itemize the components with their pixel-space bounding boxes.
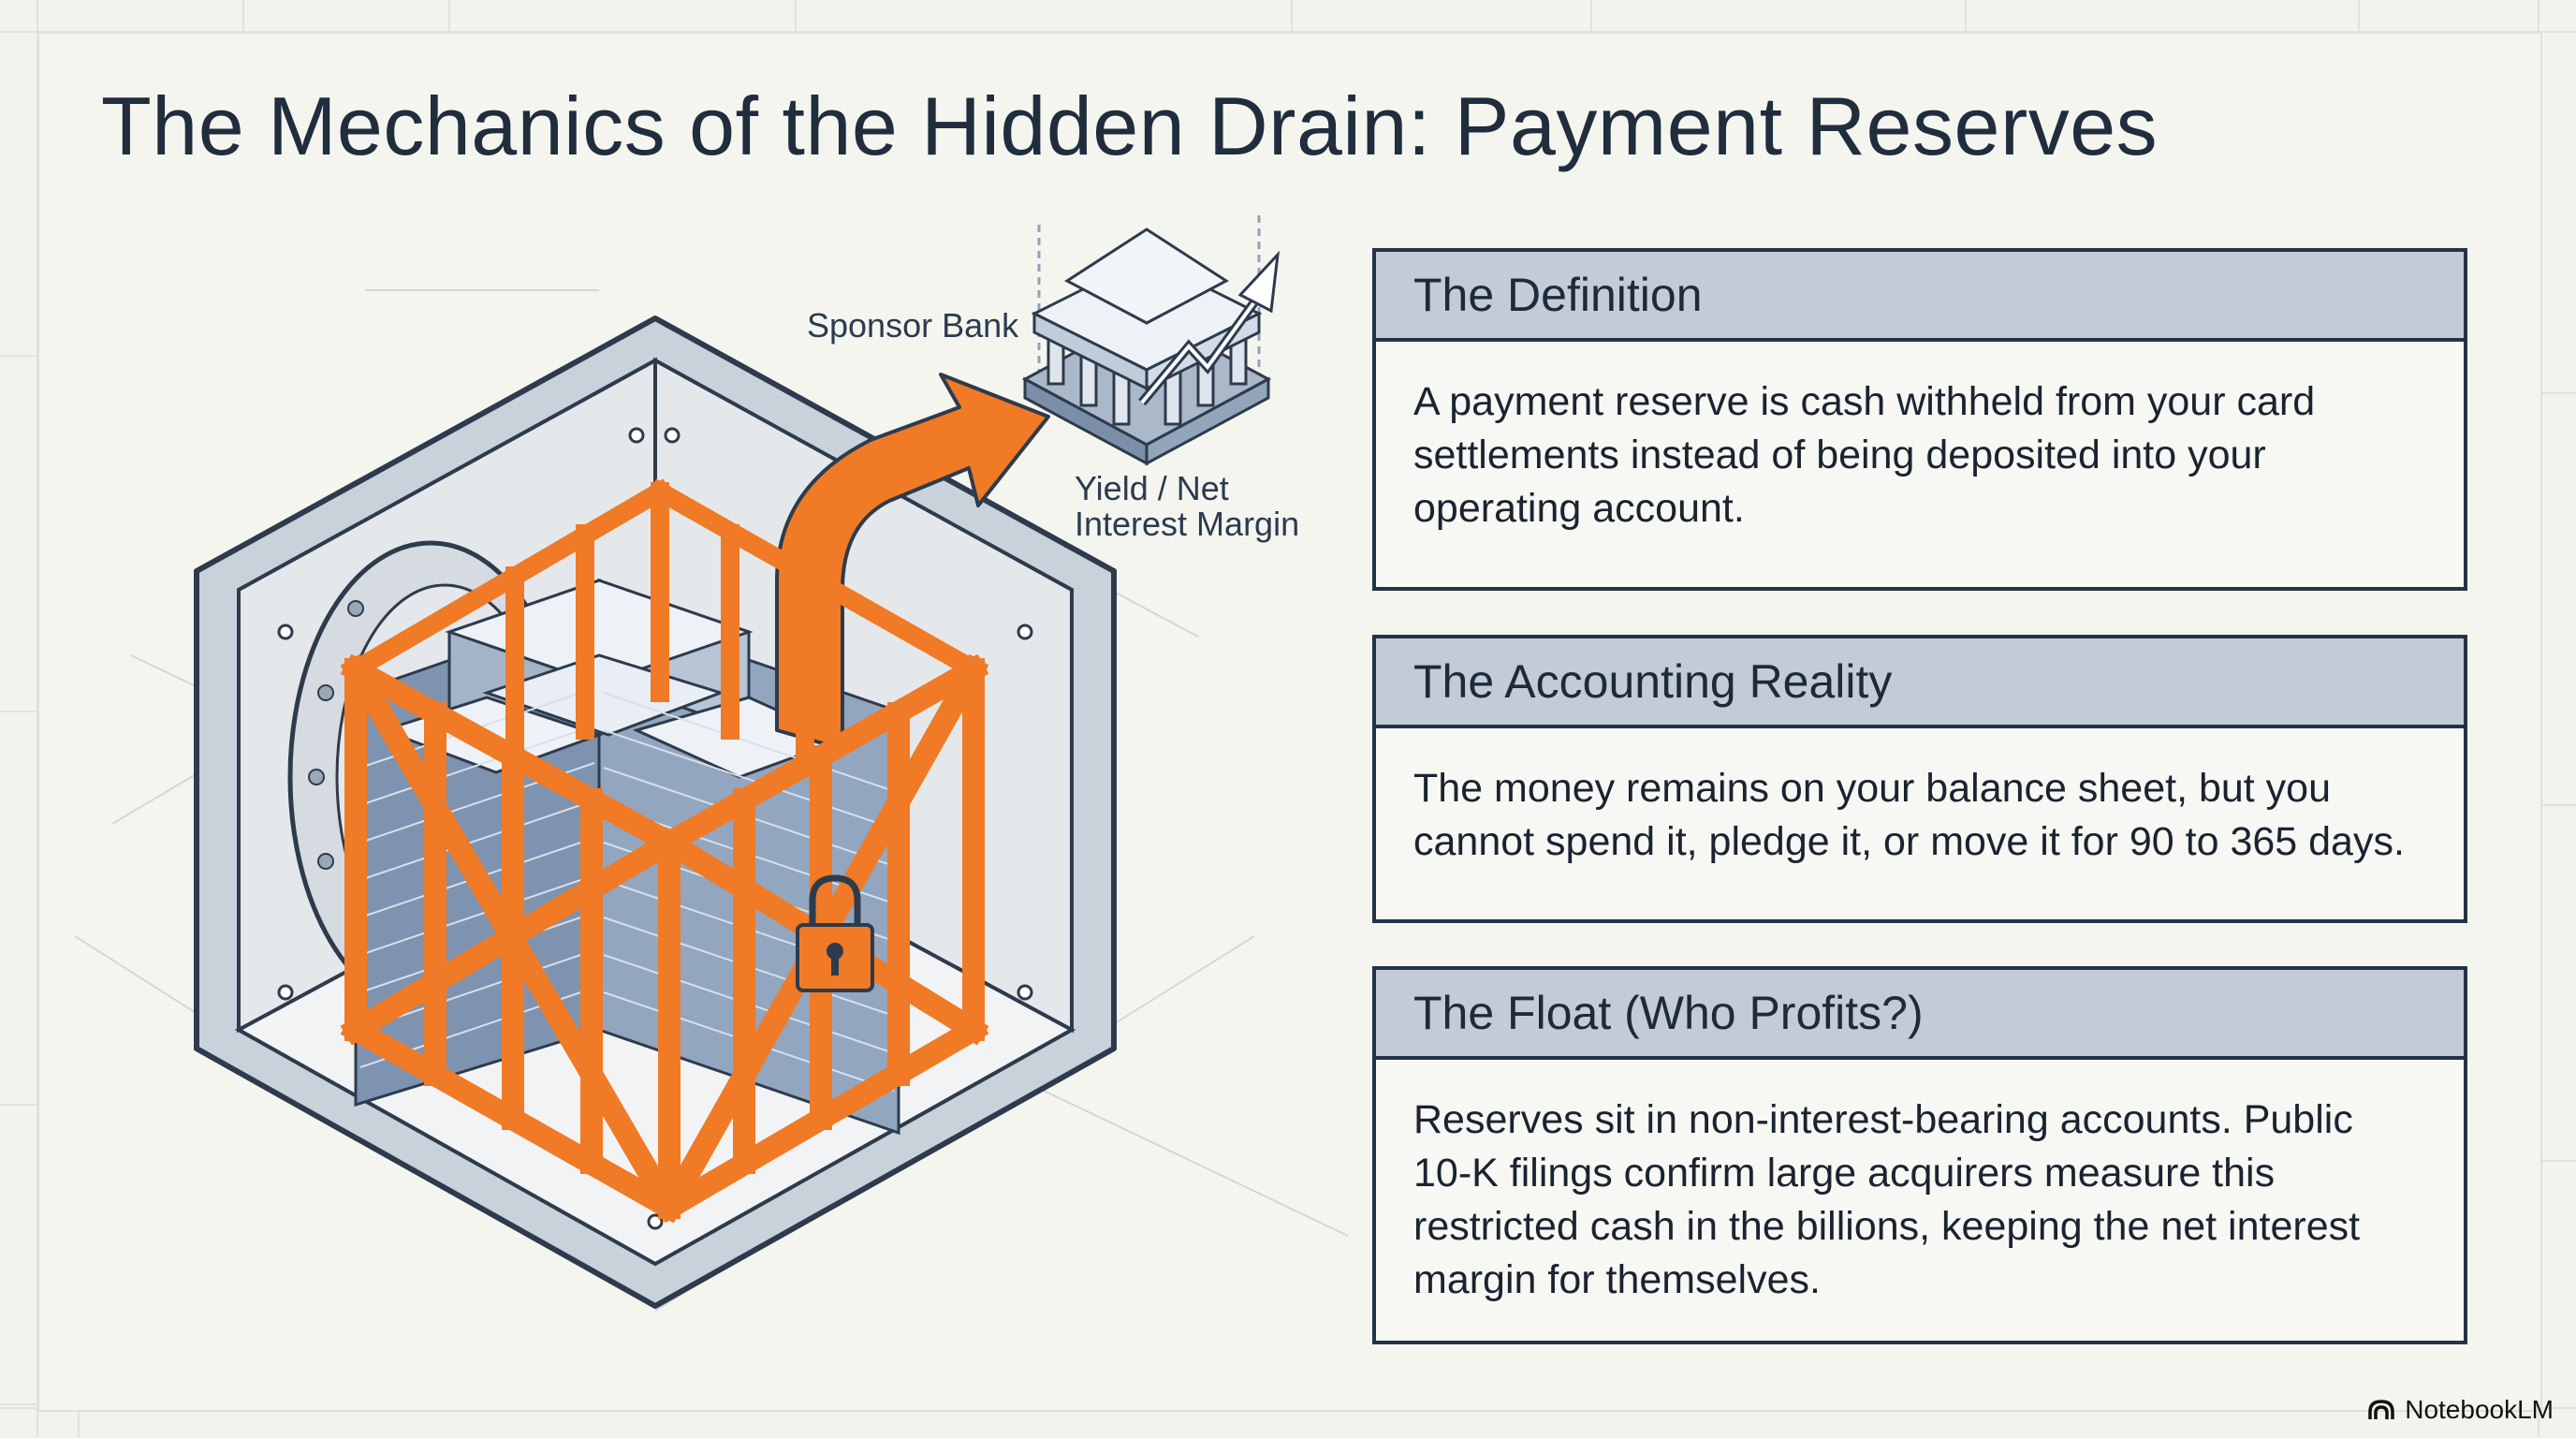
float-line-4: margin for themselves. — [1413, 1257, 1821, 1302]
yield-label-line1: Yield / Net — [1075, 469, 1229, 507]
yield-label-line2: Interest Margin — [1075, 505, 1300, 543]
notebooklm-branding: NotebookLM — [2367, 1395, 2554, 1425]
vault-drawing — [74, 215, 1349, 1312]
accounting-line-2: cannot spend it, pledge it, or move it f… — [1413, 819, 2405, 864]
accounting-reality-card-body: The money remains on your balance sheet,… — [1376, 728, 2464, 869]
float-line-1: Reserves sit in non-interest-bearing acc… — [1413, 1097, 2353, 1142]
definition-line-2: settlements instead of being deposited i… — [1413, 433, 2266, 477]
float-card-heading: The Float (Who Profits?) — [1376, 970, 2464, 1060]
float-line-2: 10-K filings confirm large acquirers mea… — [1413, 1151, 2276, 1196]
notebooklm-brand-name: NotebookLM — [2405, 1395, 2554, 1424]
notebooklm-logo-icon — [2368, 1400, 2394, 1419]
definition-card: The Definition A payment reserve is cash… — [1372, 248, 2467, 591]
vault-rivets — [277, 427, 1033, 1230]
definition-line-3: operating account. — [1413, 486, 1745, 531]
accounting-reality-card-heading: The Accounting Reality — [1376, 638, 2464, 728]
padlock-icon — [796, 874, 874, 992]
float-card-body: Reserves sit in non-interest-bearing acc… — [1376, 1060, 2464, 1307]
accounting-reality-card: The Accounting Reality The money remains… — [1372, 635, 2467, 923]
accounting-line-1: The money remains on your balance sheet,… — [1413, 766, 2332, 811]
yield-arrow — [775, 373, 1050, 751]
definition-card-body: A payment reserve is cash withheld from … — [1376, 342, 2464, 536]
float-line-3: restricted cash in the billions, keeping… — [1413, 1204, 2361, 1249]
sponsor-bank-label: Sponsor Bank — [807, 306, 1019, 345]
definition-line-1: A payment reserve is cash withheld from … — [1413, 379, 2316, 424]
definition-card-heading: The Definition — [1376, 252, 2464, 342]
slide-title: The Mechanics of the Hidden Drain: Payme… — [101, 80, 2159, 172]
bank-icon — [1021, 215, 1281, 466]
float-card: The Float (Who Profits?) Reserves sit in… — [1372, 966, 2467, 1344]
vault-illustration: Sponsor Bank Yield / Net Interest Margin — [74, 206, 1367, 1367]
